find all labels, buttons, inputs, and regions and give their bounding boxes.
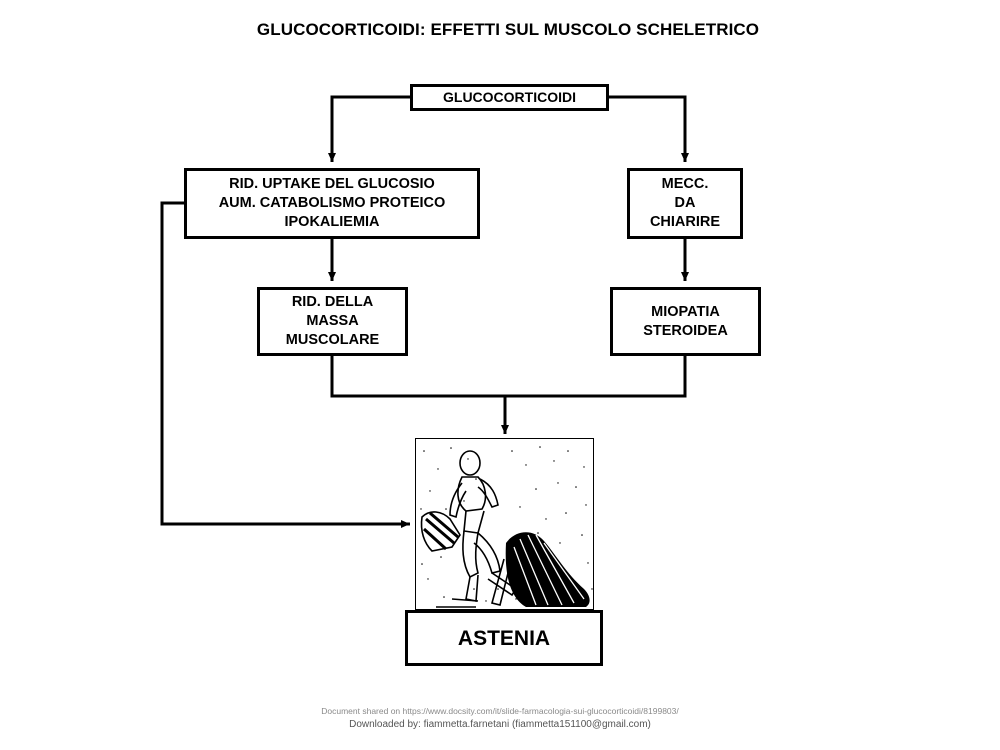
node-line: DA xyxy=(674,195,696,211)
asthenia-illustration xyxy=(415,438,594,610)
connector-top-to-left xyxy=(328,95,410,162)
node-astenia: ASTENIA xyxy=(405,610,603,666)
node-meccanismi: MECC. DA CHIARIRE xyxy=(627,168,743,239)
node-line: RID. DELLA xyxy=(291,294,374,310)
node-glucocorticoidi-label: GLUCOCORTICOIDI xyxy=(443,89,576,105)
footer-downloaded-by: Downloaded by: fiammetta.farnetani (fiam… xyxy=(349,719,651,730)
left-shrouded-figure xyxy=(420,511,461,552)
node-miopatia: MIOPATIA STEROIDEA xyxy=(610,287,761,356)
connector-merge xyxy=(330,356,687,398)
node-line: AUM. CATABOLISMO PROTEICO xyxy=(218,195,446,211)
node-line: IPOKALIEMIA xyxy=(284,214,380,230)
node-line: CHIARIRE xyxy=(649,214,721,230)
node-glucocorticoidi: GLUCOCORTICOIDI xyxy=(410,84,609,111)
kneeling-figure xyxy=(491,532,590,607)
node-massa-muscolare: RID. DELLA MASSA MUSCOLARE xyxy=(257,287,408,356)
node-line: MECC. xyxy=(661,176,709,192)
connector-top-to-right xyxy=(609,95,689,162)
illustration-drawing xyxy=(420,446,593,608)
connector-left1-bypass xyxy=(160,201,410,528)
node-uptake-catabolismo: RID. UPTAKE DEL GLUCOSIO AUM. CATABOLISM… xyxy=(184,168,480,239)
node-line: RID. UPTAKE DEL GLUCOSIO xyxy=(229,176,435,192)
node-line: MUSCOLARE xyxy=(285,332,380,348)
diagram-title: GLUCOCORTICOIDI: EFFETTI SUL MUSCOLO SCH… xyxy=(256,20,760,39)
standing-figure xyxy=(436,450,518,608)
node-line: MIOPATIA xyxy=(651,303,720,320)
node-line: MASSA xyxy=(306,313,359,329)
node-line: STEROIDEA xyxy=(643,322,728,339)
footer-shared-link[interactable]: Document shared on https://www.docsity.c… xyxy=(321,706,679,716)
node-astenia-label: ASTENIA xyxy=(457,626,551,650)
